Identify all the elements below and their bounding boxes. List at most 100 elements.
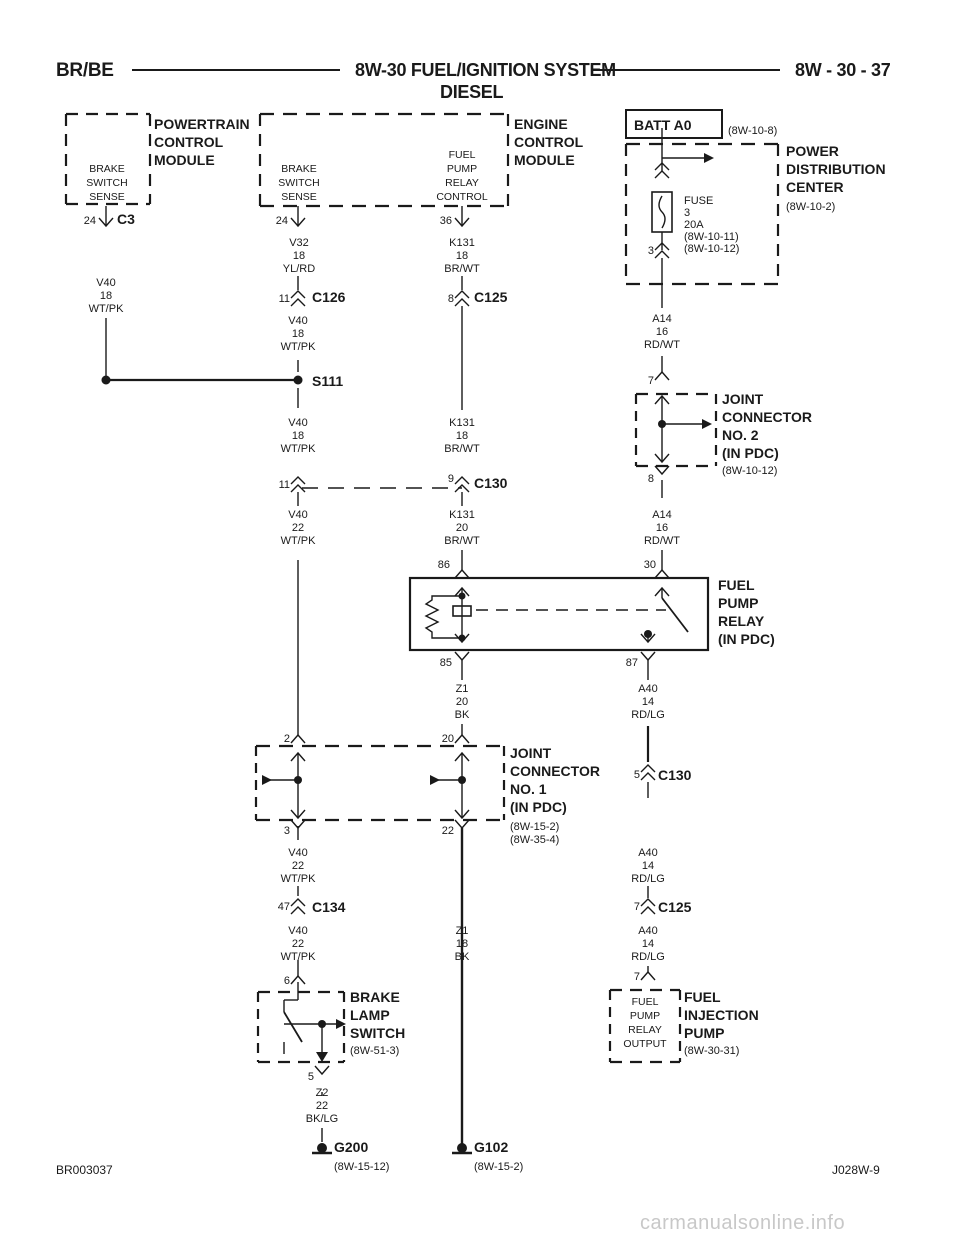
wire-label-a14-bottom-line-1: 16 (656, 522, 668, 534)
c126-name: C126 (312, 289, 346, 305)
jc1-pin-2: 2 (284, 733, 290, 745)
c130-top-pin-left: 11 (279, 479, 290, 491)
jc2-name-line-3: (IN PDC) (722, 445, 779, 461)
wire-label-v40-c130-line-2: WT/PK (281, 535, 316, 547)
g200-name: G200 (334, 1139, 368, 1155)
footer-right-code: J028W-9 (832, 1163, 880, 1177)
batt-ref: (8W-10-8) (728, 125, 777, 137)
g102-name: G102 (474, 1139, 508, 1155)
relay-pin-87: 87 (626, 657, 638, 669)
footer-left-code: BR003037 (56, 1163, 113, 1177)
fip-circuit-line-0: FUEL (632, 996, 659, 1008)
wire-label-v40-s111-line-0: V40 (288, 417, 308, 429)
jc2-pin-top: 7 (648, 375, 654, 387)
g200-ref: (8W-15-12) (334, 1161, 389, 1173)
relay-name-line-0: FUEL (718, 577, 755, 593)
fip-name-line-0: FUEL (684, 989, 721, 1005)
pcm-pin: 24 (84, 215, 96, 227)
wire-label-a40-relay-line-1: 14 (642, 696, 654, 708)
batt-box (625, 109, 723, 139)
fuse-label-line-0: FUSE (684, 195, 713, 207)
wire-label-z1-relay-line-1: 20 (456, 696, 468, 708)
wire-label-k131-top-line-1: 18 (456, 250, 468, 262)
ground-symbol-g102 (452, 1143, 472, 1155)
wire-label-v40-jc1-line-1: 22 (292, 860, 304, 872)
jc1-refs-line-0: (8W-15-2) (510, 821, 559, 833)
wire-label-a14-top-line-2: RD/WT (644, 339, 680, 351)
jc1-name-line-3: (IN PDC) (510, 799, 567, 815)
ecm-circuit-a-line-0: BRAKE (281, 163, 317, 175)
c126-pin: 11 (279, 293, 290, 305)
bls-box (256, 990, 346, 1064)
header-subtitle: DIESEL (440, 82, 504, 102)
fuse-label-line-2: 20A (684, 219, 704, 231)
wire-label-z2-line-1: 22 (316, 1100, 328, 1112)
wire-label-v40-s111-line-2: WT/PK (281, 443, 316, 455)
wire-label-k131-mid-line-2: BR/WT (444, 443, 480, 455)
relay-pin-85: 85 (440, 657, 452, 669)
c125-right-name: C125 (658, 899, 692, 915)
splice-dots (101, 375, 666, 1028)
wire-label-v40-jc1-line-0: V40 (288, 847, 308, 859)
bls-name-line-0: BRAKE (350, 989, 400, 1005)
wire-label-a40-relay-line-0: A40 (638, 683, 658, 695)
c130-right-pin: 5 (634, 769, 640, 781)
header-page-number: 8W - 30 - 37 (795, 60, 891, 80)
fuse-label-line-3: (8W-10-11) (684, 231, 739, 243)
wire-label-v40-s111-line-1: 18 (292, 430, 304, 442)
relay-name-line-2: RELAY (718, 613, 765, 629)
relay-pin-86: 86 (438, 559, 450, 571)
watermark: carmanualsonline.info (640, 1212, 846, 1234)
c130-right-name: C130 (658, 767, 692, 783)
wire-label-k131-mid-line-0: K131 (449, 417, 475, 429)
fip-circuit-line-2: RELAY (628, 1024, 662, 1036)
wire-label-a40-relay-line-2: RD/LG (631, 709, 665, 721)
ecm-circuit-b-line-0: FUEL (449, 149, 476, 161)
wire-label-z1-relay-line-2: BK (455, 709, 470, 721)
wire-label-v40-pcm-line-2: WT/PK (89, 303, 124, 315)
ecm-pin-a: 24 (276, 215, 288, 227)
ecm-name-line-0: ENGINE (514, 116, 568, 132)
pcm-name-line-0: POWERTRAIN (154, 116, 250, 132)
wire-label-z1-g102-line-2: BK (455, 951, 470, 963)
bls-pin-bottom: 5 (308, 1071, 314, 1083)
fuse-label-line-1: 3 (684, 207, 690, 219)
c130-top-name: C130 (474, 475, 508, 491)
ecm-pin-b: 36 (440, 215, 452, 227)
relay-pin-30: 30 (644, 559, 656, 571)
jc1-pin-22: 22 (442, 825, 454, 837)
wire-label-a40-c125-line-2: RD/LG (631, 951, 665, 963)
pdc-name-line-0: POWER (786, 143, 839, 159)
jc2-pin-bottom: 8 (648, 473, 654, 485)
wire-label-a40-c130-line-1: 14 (642, 860, 654, 872)
bls-ref: (8W-51-3) (350, 1045, 399, 1057)
jc1-pin-3: 3 (284, 825, 290, 837)
wire-label-z1-g102-line-0: Z1 (456, 925, 469, 937)
ecm-circuit-a-line-2: SENSE (281, 191, 317, 203)
wire-label-a14-top-line-0: A14 (652, 313, 672, 325)
wire-label-k131-c130-line-1: 20 (456, 522, 468, 534)
c134-pin: 47 (278, 901, 290, 913)
pcm-connector: C3 (117, 211, 135, 227)
wire-label-a14-top-line-1: 16 (656, 326, 668, 338)
wire-label-z1-g102-line-1: 18 (456, 938, 468, 950)
relay-name-line-3: (IN PDC) (718, 631, 775, 647)
c134-name: C134 (312, 899, 346, 915)
jc1-box (254, 744, 506, 822)
wire-label-v40-c130-line-1: 22 (292, 522, 304, 534)
pcm-circuit-line-0: BRAKE (89, 163, 125, 175)
wire-label-v32-line-1: 18 (293, 250, 305, 262)
wire-label-k131-c130-line-2: BR/WT (444, 535, 480, 547)
wire-label-a14-bottom-line-0: A14 (652, 509, 672, 521)
wire-label-z2-line-0: Z2 (316, 1087, 329, 1099)
wire-label-v40-c134-line-0: V40 (288, 925, 308, 937)
g102-ref: (8W-15-2) (474, 1161, 523, 1173)
wire-label-k131-top-line-0: K131 (449, 237, 475, 249)
ecm-name-line-1: CONTROL (514, 134, 584, 150)
bls-pin-top: 6 (284, 975, 290, 987)
jc1-refs-line-1: (8W-35-4) (510, 834, 559, 846)
wire-label-v32-line-2: YL/RD (283, 263, 315, 275)
jc2-ref: (8W-10-12) (722, 465, 777, 477)
